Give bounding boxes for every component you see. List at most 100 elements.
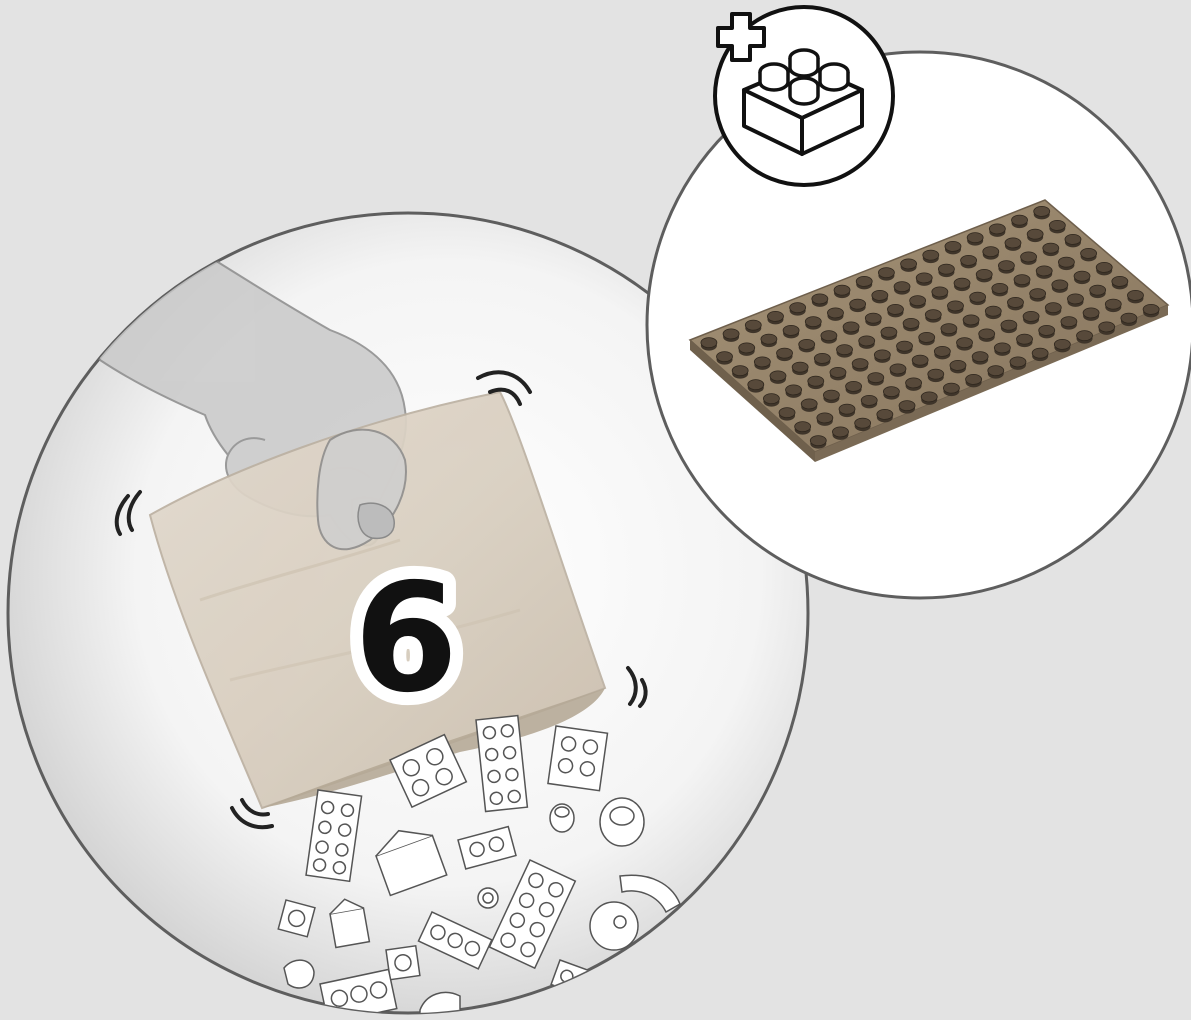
stud (805, 317, 821, 327)
stud (1010, 357, 1026, 367)
stud (1027, 229, 1043, 239)
stud (897, 341, 913, 351)
stud (1099, 322, 1115, 332)
stud (988, 366, 1004, 376)
stud (1001, 320, 1017, 330)
stud (1096, 262, 1112, 272)
stud (1067, 294, 1083, 304)
stud (878, 268, 894, 278)
stud (748, 380, 764, 390)
stud (957, 338, 973, 348)
stud (1036, 266, 1052, 276)
stud (1143, 304, 1159, 314)
stud (795, 422, 811, 432)
stud (1127, 290, 1143, 300)
stud (1065, 234, 1081, 244)
stud (901, 259, 917, 269)
stud (850, 299, 866, 309)
stud (1058, 257, 1074, 267)
stud (1061, 317, 1077, 327)
stud (739, 343, 755, 353)
bag-number-badge: 6 6 (354, 552, 458, 726)
stud (1121, 313, 1137, 323)
stud (834, 285, 850, 295)
bag-number: 6 (354, 552, 458, 726)
stud (1077, 331, 1093, 341)
stud (1039, 325, 1055, 335)
stud (938, 264, 954, 274)
stud (861, 395, 877, 405)
stud (1043, 243, 1059, 253)
stud (763, 394, 779, 404)
stud (723, 329, 739, 339)
stud (817, 413, 833, 423)
stud (808, 376, 824, 386)
stud (799, 339, 815, 349)
stud (856, 276, 872, 286)
stud (868, 373, 884, 383)
stud (934, 346, 950, 356)
stud (754, 357, 770, 367)
stud (865, 313, 881, 323)
stud (1007, 297, 1023, 307)
stud (1112, 276, 1128, 286)
stud (1049, 220, 1065, 230)
stud (855, 418, 871, 428)
stud (1045, 303, 1061, 313)
stud (877, 409, 893, 419)
stud (1012, 215, 1028, 225)
stud (1030, 289, 1046, 299)
stud (979, 329, 995, 339)
stud (821, 331, 837, 341)
stud (852, 359, 868, 369)
stud (814, 353, 830, 363)
stud (786, 385, 802, 395)
stud (947, 301, 963, 311)
stud (1105, 299, 1121, 309)
stud (932, 287, 948, 297)
stud (745, 320, 761, 330)
stud (941, 324, 957, 334)
stud (701, 338, 717, 348)
stud (994, 343, 1010, 353)
stud (1054, 339, 1070, 349)
stud (812, 294, 828, 304)
stud (912, 355, 928, 365)
stud (961, 255, 977, 265)
stud (767, 311, 783, 321)
stud (923, 250, 939, 260)
stud (928, 369, 944, 379)
stud (925, 310, 941, 320)
stud (874, 350, 890, 360)
stud (1081, 248, 1097, 258)
stud (881, 327, 897, 337)
stud (906, 378, 922, 388)
stud (1005, 238, 1021, 248)
stud (887, 304, 903, 314)
stud (919, 332, 935, 342)
stud (1032, 348, 1048, 358)
stud (783, 325, 799, 335)
stud (985, 306, 1001, 316)
stud (830, 367, 846, 377)
stud (950, 360, 966, 370)
stud (872, 290, 888, 300)
stud (717, 352, 733, 362)
stud (801, 399, 817, 409)
stud (1017, 334, 1033, 344)
stud (983, 247, 999, 257)
stud (777, 348, 793, 358)
stud (970, 292, 986, 302)
stud (976, 269, 992, 279)
stud (1021, 252, 1037, 262)
stud (1052, 280, 1068, 290)
stud (992, 283, 1008, 293)
stud (810, 436, 826, 446)
stud (954, 278, 970, 288)
stud (943, 383, 959, 393)
stud (846, 381, 862, 391)
stud (859, 336, 875, 346)
stud (966, 374, 982, 384)
stud (790, 303, 806, 313)
